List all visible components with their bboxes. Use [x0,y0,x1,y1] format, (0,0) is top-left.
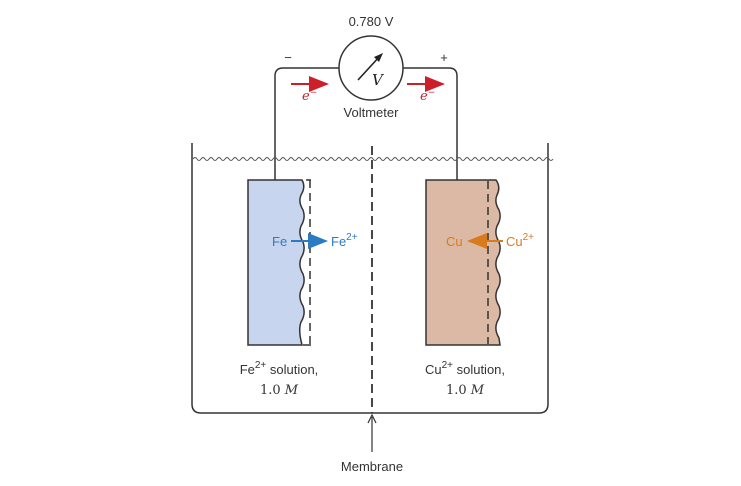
cu-electrode [425,179,501,346]
fe-solution-label: Fe2+ solution, [240,360,319,377]
membrane-label: Membrane [341,459,403,474]
positive-terminal: + [440,50,448,65]
cu-ion-label: Cu2+ [506,232,534,249]
cu-concentration: 1.0 M [446,383,485,398]
electron-label-right: e− [420,88,435,104]
voltmeter-label: Voltmeter [344,105,400,120]
membrane-pointer-arrowhead-icon [367,413,377,424]
electron-label-left: e− [302,88,317,104]
voltmeter-needle-icon [357,55,381,81]
negative-terminal: − [284,50,292,65]
voltage-reading: 0.780 V [349,14,394,29]
needle-arrowhead-icon [374,53,383,62]
voltmeter-symbol: V [372,71,385,89]
wire-left [274,67,339,180]
voltmeter [338,35,404,101]
fe-ion-label: Fe2+ [331,232,358,249]
fe-concentration: 1.0 M [260,383,299,398]
cu-solution-label: Cu2+ solution, [425,360,505,377]
wire-right [403,67,458,180]
beaker [191,143,549,414]
cu-electrode-label: Cu [446,234,463,249]
fe-electrode [247,179,305,346]
solution-surface [192,157,554,161]
fe-electrode-label: Fe [272,234,287,249]
